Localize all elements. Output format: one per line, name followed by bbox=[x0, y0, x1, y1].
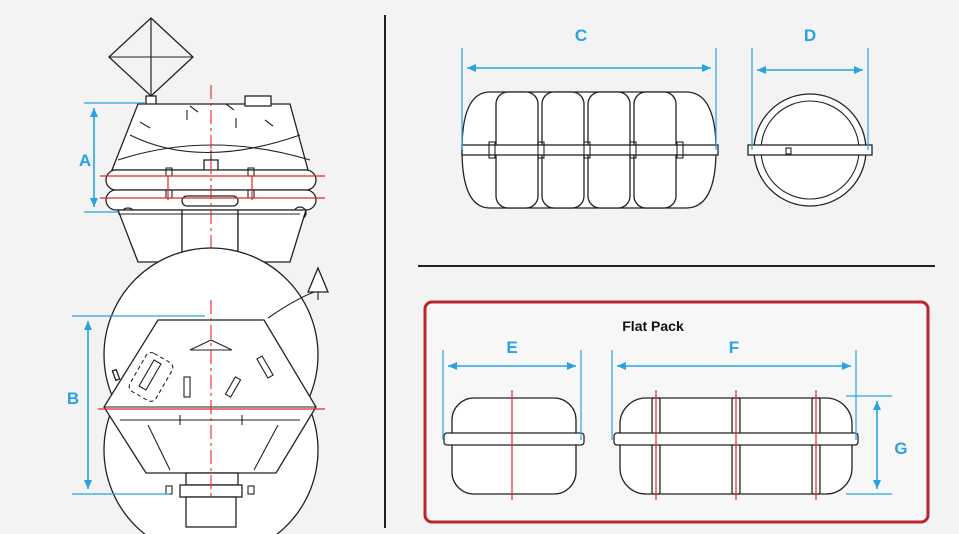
deployed-raft-top-view bbox=[103, 247, 329, 534]
container-end-view bbox=[747, 93, 873, 207]
dimension-label-g: G bbox=[894, 439, 907, 458]
flat-pack-panel: Flat Pack E F G bbox=[423, 300, 930, 524]
dimension-label-a: A bbox=[79, 151, 91, 170]
dimension-label-c: C bbox=[575, 26, 587, 45]
flat-pack-title: Flat Pack bbox=[622, 318, 684, 334]
dimension-label-f: F bbox=[729, 338, 739, 357]
container-side-view bbox=[461, 91, 719, 209]
flat-pack-end-view bbox=[443, 397, 585, 495]
dimension-label-e: E bbox=[506, 338, 517, 357]
dimension-label-d: D bbox=[804, 26, 816, 45]
dimension-label-b: B bbox=[67, 389, 79, 408]
